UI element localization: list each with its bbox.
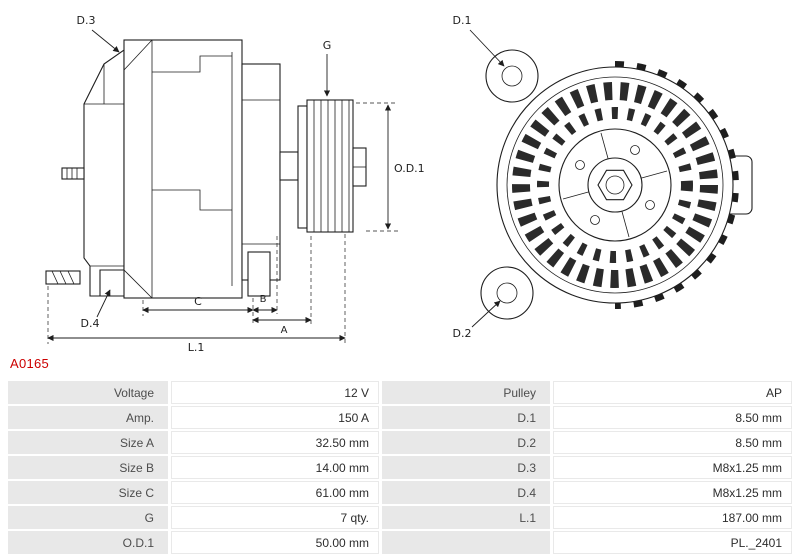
dim-label-g: G — [323, 39, 332, 52]
part-number: A0165 — [10, 356, 50, 371]
alternator-side-view — [45, 39, 367, 299]
dim-label-c: C — [194, 295, 202, 308]
spec-label-d4: D.4 — [382, 481, 550, 504]
spec-value-g: 7 qty. — [171, 506, 379, 529]
spec-label-d1: D.1 — [382, 406, 550, 429]
dim-label-l1: L.1 — [188, 341, 205, 352]
spec-value-d4: M8x1.25 mm — [553, 481, 792, 504]
alternator-diagram: D.3 G D.4 O.D.1 C — [45, 14, 753, 352]
alternator-front-view — [480, 49, 753, 320]
front-view-dimensions: D.1 D.2 — [453, 14, 505, 340]
technical-drawing: D.3 G D.4 O.D.1 C — [45, 14, 753, 352]
dim-label-b: B — [260, 294, 267, 305]
spec-value-size-c: 61.00 mm — [171, 481, 379, 504]
spec-value-d1: 8.50 mm — [553, 406, 792, 429]
side-view-dimensions: D.3 G D.4 O.D.1 C — [47, 14, 425, 352]
dim-label-d2: D.2 — [453, 327, 472, 340]
spec-label-d3: D.3 — [382, 456, 550, 479]
spec-label-size-c: Size C — [8, 481, 168, 504]
spec-value-od1: 50.00 mm — [171, 531, 379, 554]
spec-value-size-a: 32.50 mm — [171, 431, 379, 454]
spec-value-size-b: 14.00 mm — [171, 456, 379, 479]
spec-label-pulley: Pulley — [382, 381, 550, 404]
spec-label-d2: D.2 — [382, 431, 550, 454]
spec-value-d3: M8x1.25 mm — [553, 456, 792, 479]
spec-value-pl-code: PL._2401 — [553, 531, 792, 554]
dim-label-od1: O.D.1 — [394, 162, 425, 175]
spec-value-amp: 150 A — [171, 406, 379, 429]
spec-label-od1: O.D.1 — [8, 531, 168, 554]
dim-label-d4: D.4 — [81, 317, 100, 330]
spec-label-size-a: Size A — [8, 431, 168, 454]
spec-label-voltage: Voltage — [8, 381, 168, 404]
spec-label-empty — [382, 531, 550, 554]
dim-label-d1: D.1 — [453, 14, 472, 27]
spec-label-l1: L.1 — [382, 506, 550, 529]
spec-label-size-b: Size B — [8, 456, 168, 479]
spec-label-amp: Amp. — [8, 406, 168, 429]
spec-value-d2: 8.50 mm — [553, 431, 792, 454]
dim-label-d3: D.3 — [77, 14, 96, 27]
spec-value-voltage: 12 V — [171, 381, 379, 404]
dim-label-a: A — [281, 325, 288, 336]
spec-value-l1: 187.00 mm — [553, 506, 792, 529]
spec-table: Voltage 12 V Pulley AP Amp. 150 A D.1 8.… — [8, 381, 792, 554]
spec-value-pulley: AP — [553, 381, 792, 404]
spec-label-g: G — [8, 506, 168, 529]
